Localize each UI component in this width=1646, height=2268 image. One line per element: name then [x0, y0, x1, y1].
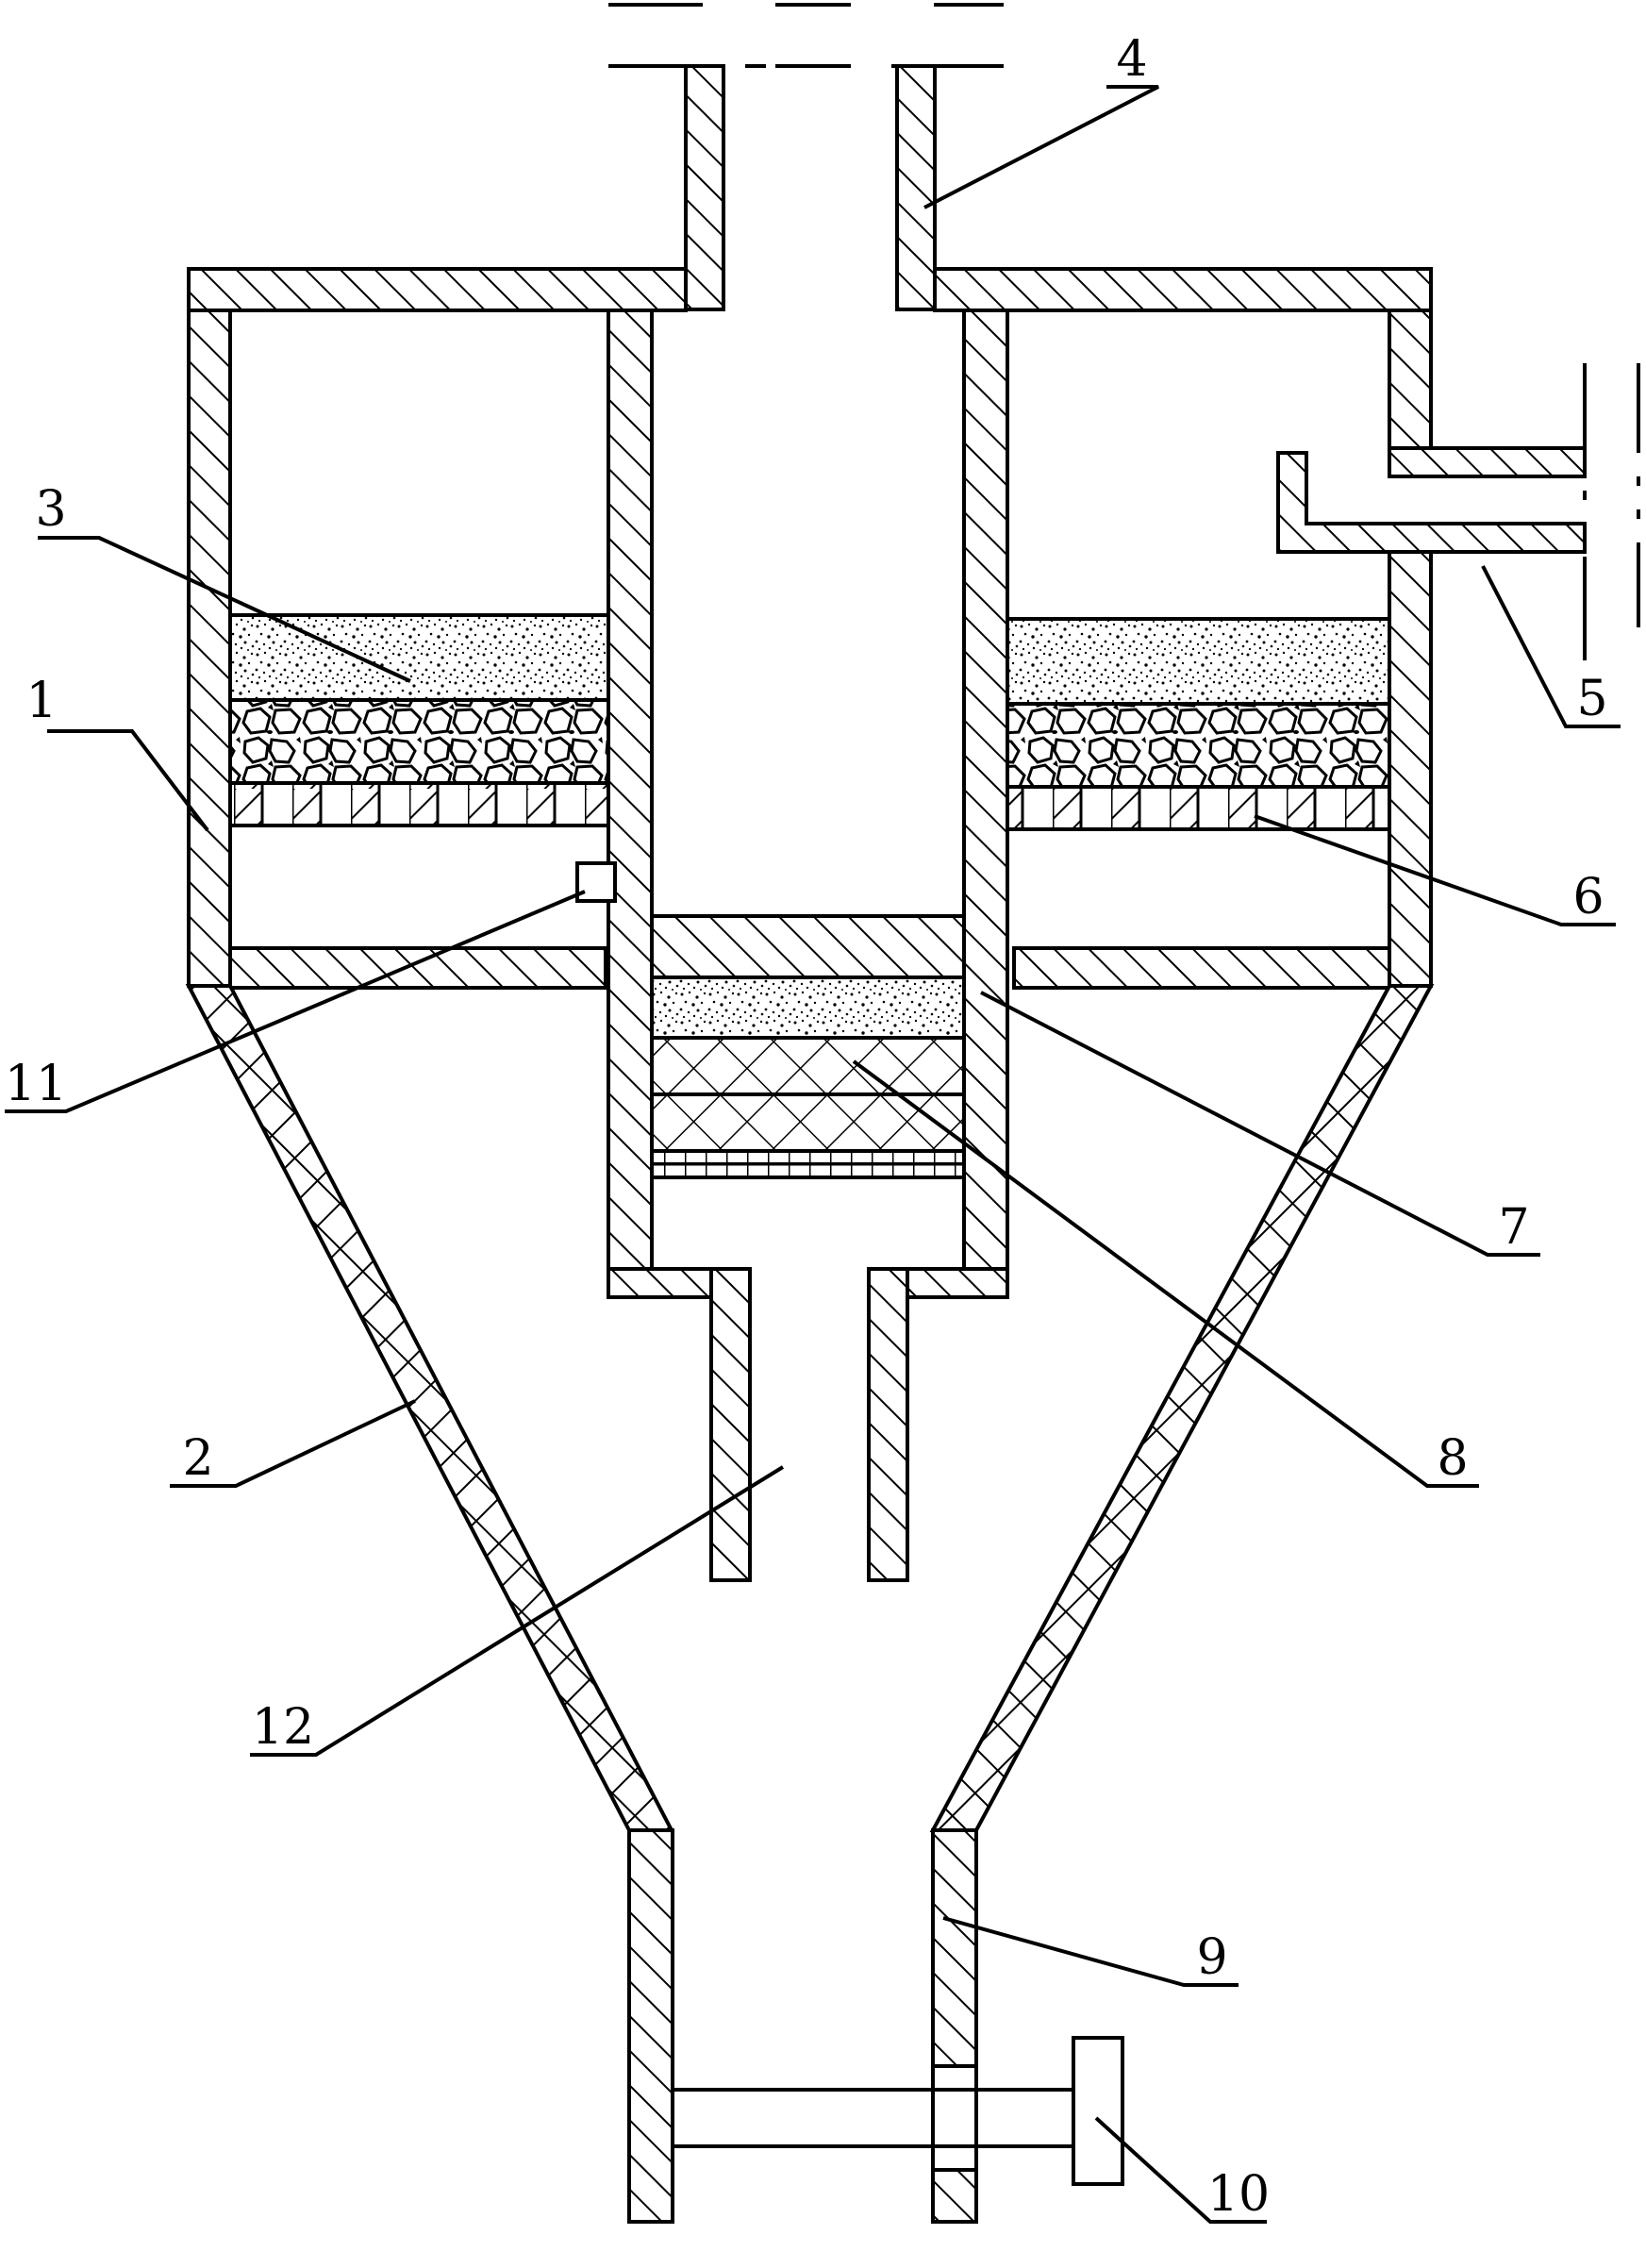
label-11: 11 [5, 1056, 67, 1112]
leader-3 [38, 536, 411, 683]
leader-10 [1094, 2116, 1267, 2224]
right-filter-bed [1006, 617, 1391, 831]
leader-8 [852, 1059, 1479, 1488]
leader-2 [170, 1399, 416, 1488]
label-2: 2 [182, 1430, 213, 1487]
left-perforated-plate [228, 781, 610, 827]
annulus-floor-right [1012, 946, 1391, 990]
bottom-outlet-right-wall-upper [931, 1828, 978, 2068]
bottom-outlet-left-wall [627, 1828, 674, 2224]
inner-filter-bed [650, 976, 966, 1179]
discharge-pipe-left-wall [709, 1267, 752, 1582]
label-3: 3 [35, 481, 66, 538]
top-lid-right [933, 267, 1433, 312]
label-1: 1 [25, 673, 57, 729]
left-gravel-layer [228, 698, 610, 785]
inner-mesh-layer-upper [650, 1036, 966, 1096]
valve-handle [1072, 2036, 1124, 2186]
right-sand-layer [1006, 617, 1391, 706]
right-gravel-layer [1006, 702, 1391, 789]
label-6: 6 [1572, 869, 1604, 926]
label-10: 10 [1207, 2166, 1270, 2223]
right-perforated-plate [1006, 785, 1391, 831]
valve-stem [671, 2088, 1075, 2148]
leader-6 [1254, 814, 1616, 926]
leader-7 [980, 991, 1540, 1257]
vessel-body [187, 64, 1587, 2224]
inlet-pipe-left-wall [684, 64, 725, 311]
valve-gate [931, 2064, 978, 2172]
valve [671, 2036, 1124, 2186]
part-labels: 1 2 3 4 5 6 7 8 9 10 11 12 [5, 31, 1608, 2223]
label-7: 7 [1498, 1199, 1529, 1256]
inner-sand-layer [650, 976, 966, 1040]
leader-12 [250, 1465, 785, 1757]
leader-5 [1481, 565, 1621, 728]
label-4: 4 [1116, 31, 1147, 88]
leader-1 [47, 729, 209, 832]
label-12: 12 [252, 1699, 314, 1756]
left-sand-layer [228, 613, 610, 702]
top-lid-left [187, 267, 688, 312]
bottom-outlet-right-wall-lower [931, 2168, 978, 2224]
dashed-marks [608, 3, 1640, 660]
leader-11 [5, 890, 586, 1113]
discharge-pipe-right-wall [867, 1267, 909, 1582]
side-connector [575, 861, 617, 903]
leader-4 [923, 85, 1159, 209]
cone [185, 984, 1435, 1832]
left-filter-bed [228, 613, 610, 827]
inner-partition [650, 914, 966, 979]
inner-mesh-layer-lower [650, 1092, 966, 1153]
outlet-pipe-upper-wall [1388, 446, 1587, 478]
outer-wall-right-upper [1388, 309, 1433, 450]
annulus-floor-left [228, 946, 607, 990]
outer-wall-right-lower [1388, 550, 1433, 988]
inlet-pipe-right-wall [895, 64, 937, 311]
cone-right-wall [929, 984, 1435, 1832]
label-5: 5 [1576, 671, 1607, 727]
outlet-pipe-lower-wall [1276, 451, 1587, 554]
label-9: 9 [1196, 1929, 1227, 1986]
label-8: 8 [1437, 1430, 1468, 1487]
leader-lines [5, 85, 1621, 2224]
cone-left-wall [185, 984, 675, 1832]
inner-tube-left-wall [607, 309, 654, 1296]
leader-9 [942, 1916, 1239, 1987]
outer-wall-left [187, 309, 232, 988]
